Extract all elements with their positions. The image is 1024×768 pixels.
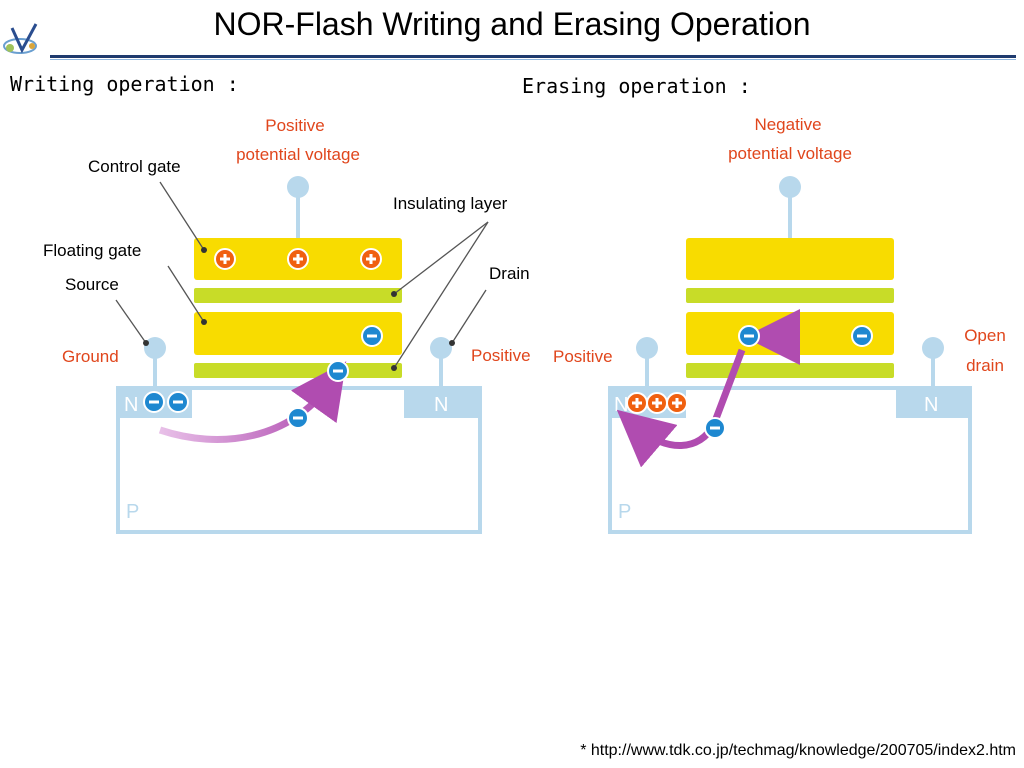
writing-floating-gate-label: Floating gate [43, 241, 141, 260]
writing-ground-label: Ground [62, 347, 119, 366]
writing-electron-tunnel [327, 360, 349, 382]
writing-insulator-top [194, 288, 402, 303]
erasing-hole-2 [646, 392, 668, 414]
erasing-positive-label: Positive [553, 347, 613, 366]
writing-top-label-1: Positive [265, 116, 325, 135]
writing-control-gate-label: Control gate [88, 157, 181, 176]
writing-hole-2 [287, 248, 309, 270]
writing-electron-n-1 [143, 391, 165, 413]
writing-n-drain [404, 388, 480, 418]
writing-hole-3 [360, 248, 382, 270]
erasing-p-label: P [618, 501, 631, 523]
title-rule [50, 55, 1016, 58]
writing-source-label: Source [65, 275, 119, 294]
erasing-drain-label: drain [966, 356, 1004, 375]
erasing-insulator-bottom [686, 363, 894, 378]
writing-p-label: P [126, 501, 139, 523]
erasing-electron-channel [704, 417, 726, 439]
erasing-top-label-1: Negative [754, 115, 821, 134]
erasing-top-label-2: potential voltage [728, 144, 852, 163]
writing-electron-n-2 [167, 391, 189, 413]
writing-drain-label: Drain [489, 264, 530, 283]
erasing-hole-3 [666, 392, 688, 414]
writing-insulating-layer-label: Insulating layer [393, 194, 508, 213]
writing-electron-arrow [158, 361, 347, 443]
erasing-gate-terminal [779, 176, 801, 198]
writing-positive-label: Positive [471, 346, 531, 365]
writing-drain-terminal [430, 337, 452, 359]
writing-top-label-2: potential voltage [236, 145, 360, 164]
erasing-section-heading: Erasing operation : [522, 74, 751, 98]
writing-insulator-bottom [194, 363, 402, 378]
writing-section-heading: Writing operation : [10, 72, 239, 96]
title-rule-accent [50, 59, 1016, 60]
logo-icon [3, 23, 38, 54]
nor-flash-diagram: N N P [43, 115, 1006, 534]
erasing-electron-2 [738, 325, 760, 347]
writing-electron-floating [361, 325, 383, 347]
writing-source-terminal [144, 337, 166, 359]
writing-gate-terminal [287, 176, 309, 198]
erasing-control-gate [686, 238, 894, 280]
page-title: NOR-Flash Writing and Erasing Operation [213, 6, 811, 42]
erasing-open-label: Open [964, 326, 1006, 345]
erasing-hole-1 [626, 392, 648, 414]
writing-hole-1 [214, 248, 236, 270]
writing-n-right-label: N [434, 394, 448, 416]
erasing-diagram: N N P Negative potential voltage Positiv… [553, 115, 1006, 534]
writing-n-left-label: N [124, 394, 138, 416]
erasing-n-right-label: N [924, 394, 938, 416]
erasing-insulator-top [686, 288, 894, 303]
erasing-electron-1 [851, 325, 873, 347]
source-footnote: * http://www.tdk.co.jp/techmag/knowledge… [580, 742, 1016, 759]
writing-diagram: N N P [43, 116, 531, 534]
erasing-drain-terminal [922, 337, 944, 359]
erasing-source-terminal [636, 337, 658, 359]
erasing-n-drain [896, 388, 970, 418]
writing-electron-channel [287, 407, 309, 429]
writing-floating-gate [194, 312, 402, 355]
